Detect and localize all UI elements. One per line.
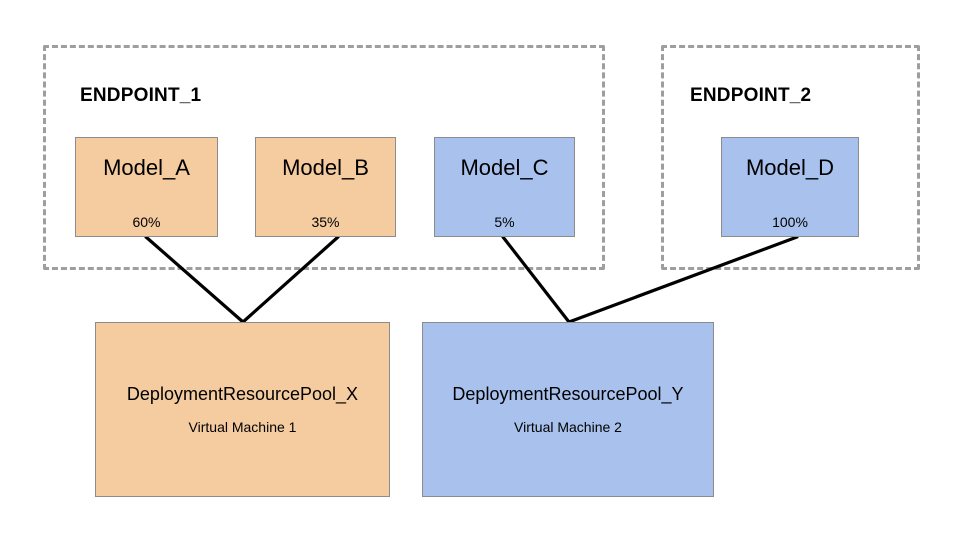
model-d-traffic-split: 100% bbox=[772, 214, 808, 230]
pool-x-name: DeploymentResourcePool_X bbox=[126, 384, 359, 404]
pool-node-deploymentresourcepool-y[interactable]: DeploymentResourcePool_Y Virtual Machine… bbox=[422, 322, 714, 497]
model-b-name: Model_B bbox=[282, 155, 369, 180]
model-c-name: Model_C bbox=[460, 155, 549, 180]
model-b-traffic-split: 35% bbox=[311, 214, 340, 230]
model-c-traffic-split: 5% bbox=[494, 214, 515, 230]
model-d-name: Model_D bbox=[745, 155, 835, 180]
model-node-model-c[interactable]: Model_C 5% bbox=[434, 137, 575, 237]
model-node-model-a[interactable]: Model_A 60% bbox=[75, 137, 218, 237]
endpoint-2-label: ENDPOINT_2 bbox=[690, 85, 812, 106]
model-node-model-d[interactable]: Model_D 100% bbox=[721, 137, 859, 237]
model-a-name: Model_A bbox=[103, 155, 190, 180]
pool-node-deploymentresourcepool-x[interactable]: DeploymentResourcePool_X Virtual Machine… bbox=[95, 322, 390, 497]
pool-y-name: DeploymentResourcePool_Y bbox=[452, 384, 684, 404]
pool-y-machine: Virtual Machine 2 bbox=[514, 419, 622, 435]
model-node-model-b[interactable]: Model_B 35% bbox=[255, 137, 396, 237]
pool-x-machine: Virtual Machine 1 bbox=[188, 419, 297, 435]
endpoint-1-label: ENDPOINT_1 bbox=[80, 85, 202, 106]
model-a-traffic-split: 60% bbox=[132, 214, 161, 230]
